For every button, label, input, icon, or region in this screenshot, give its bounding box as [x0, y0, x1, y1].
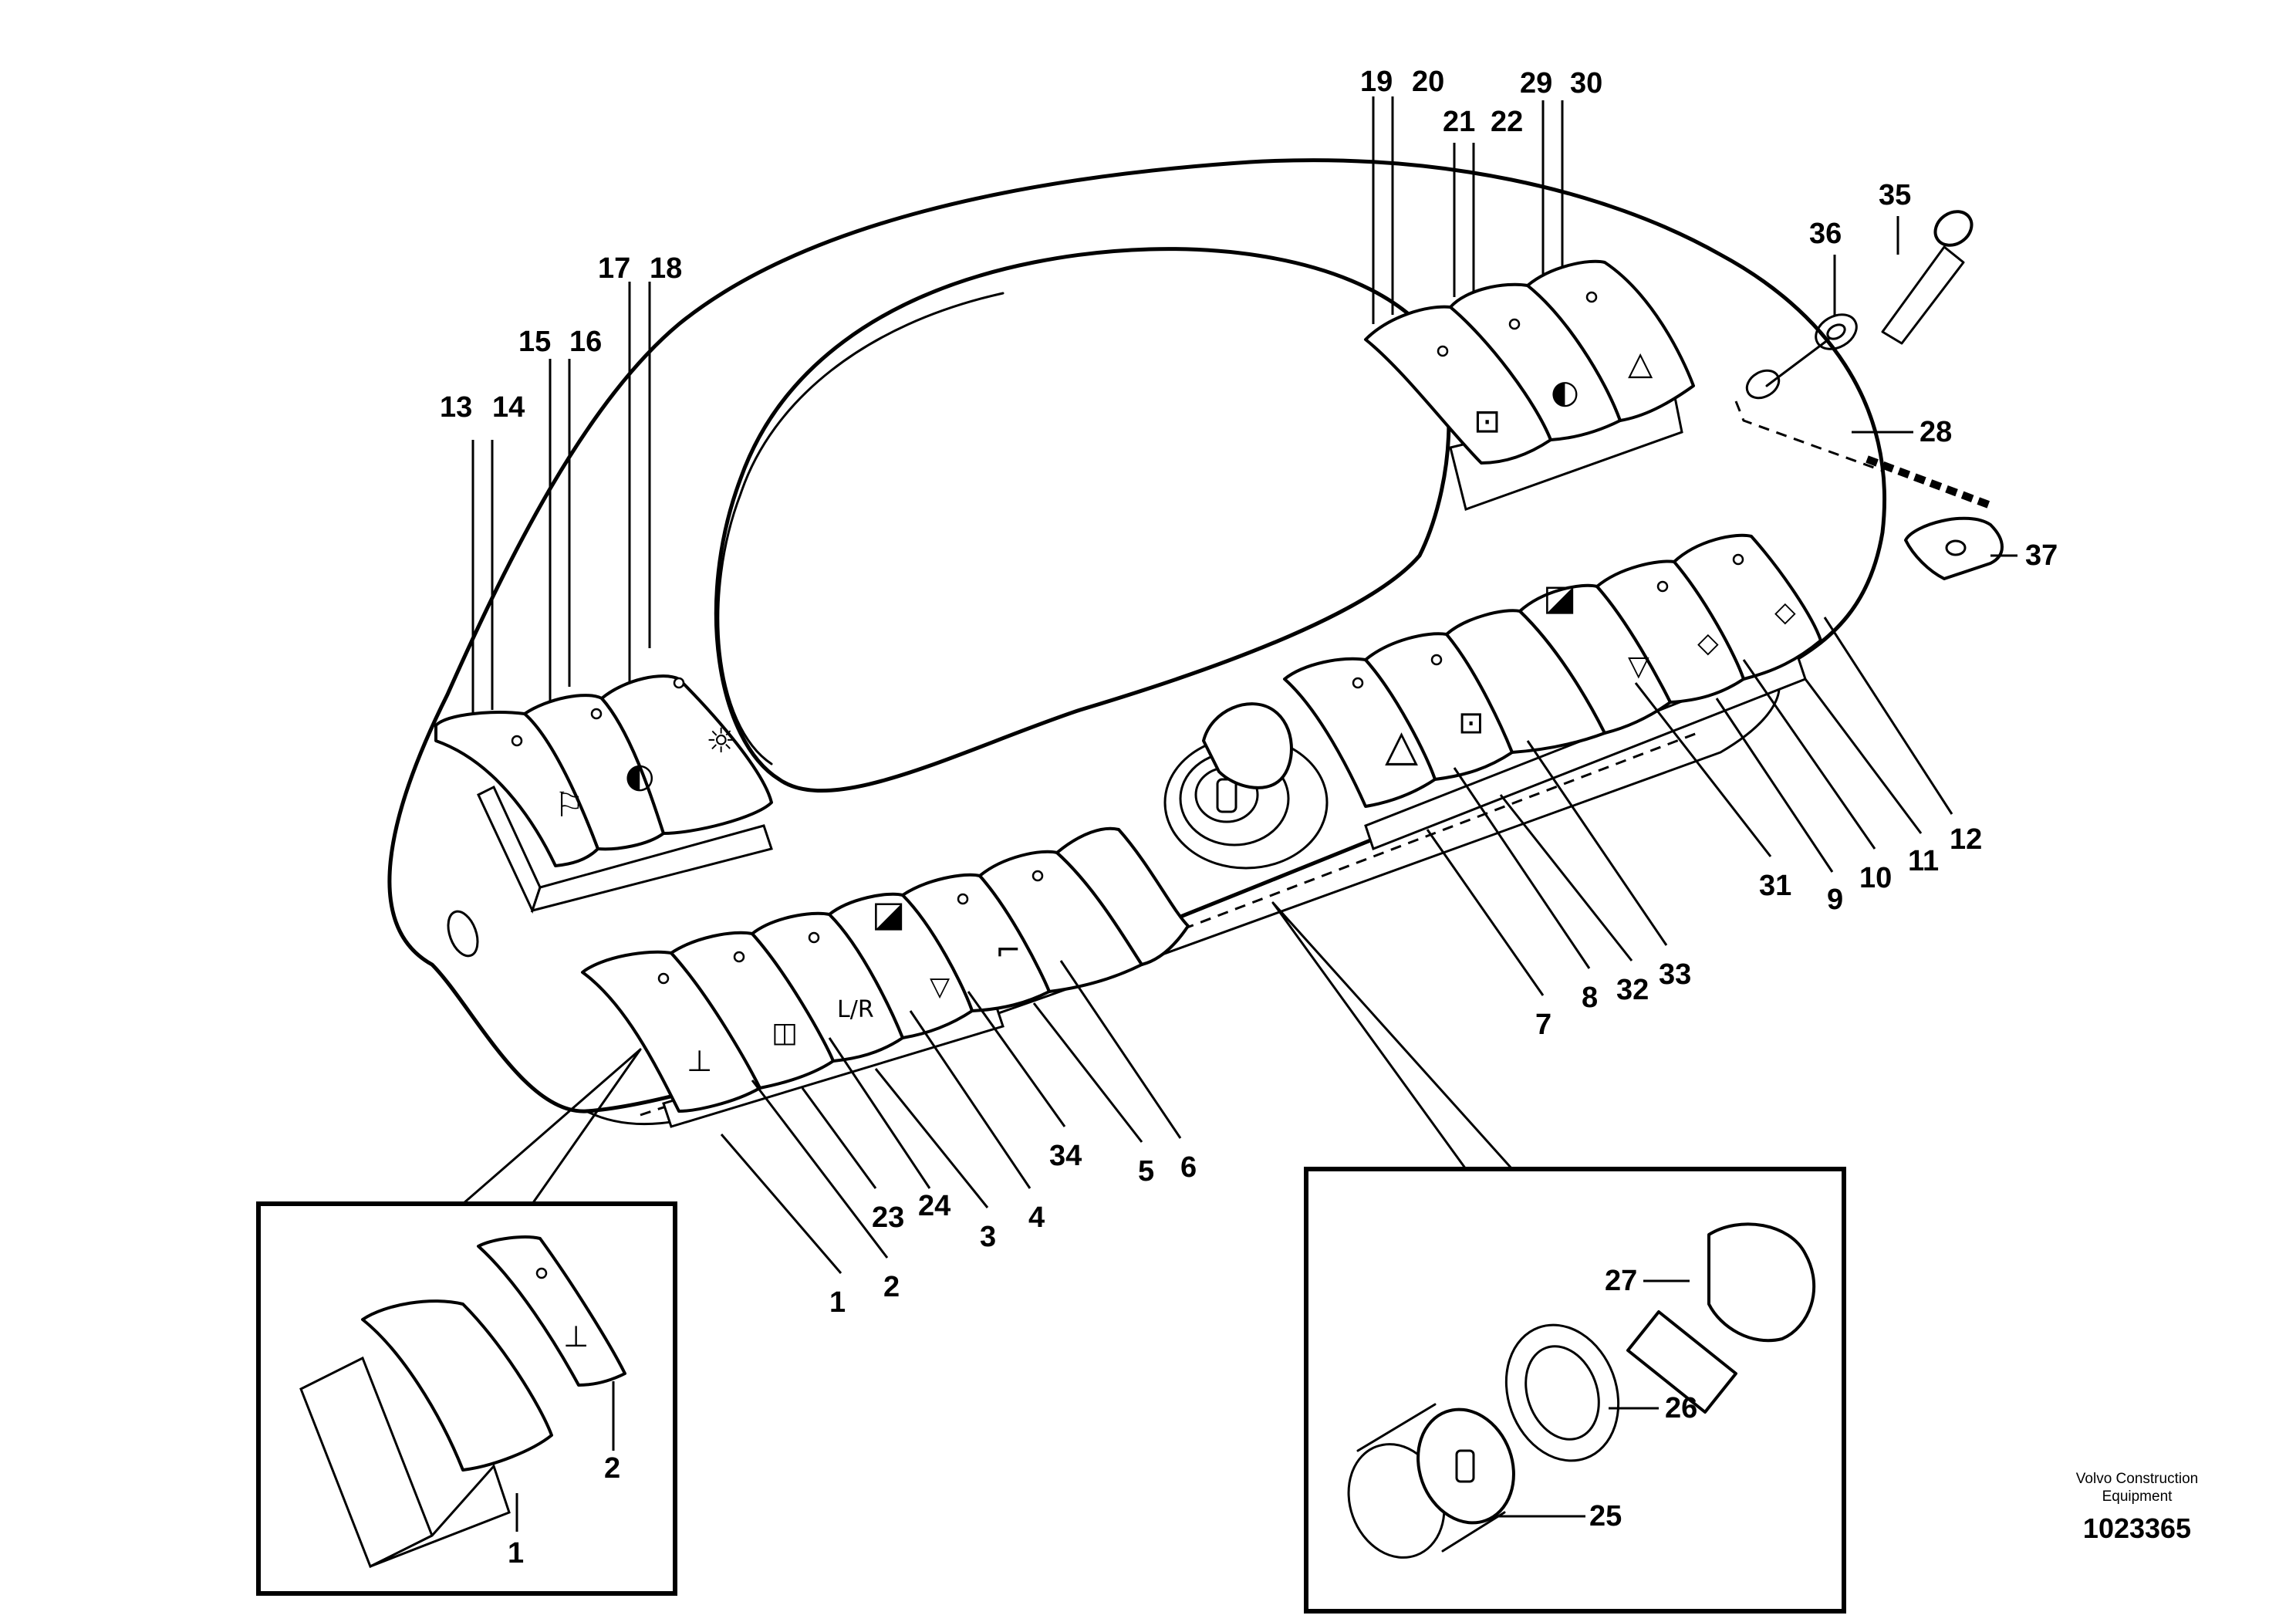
- mounting-slot-left: [447, 910, 479, 958]
- inset-switch-detail: ⊥ 2 1: [256, 1048, 677, 1596]
- callout-15: 15: [518, 326, 551, 358]
- tilt-icon: ◇: [1774, 596, 1796, 628]
- instrument-cluster-inner-rim: [717, 292, 1004, 765]
- switch-11-12: [1673, 533, 1822, 681]
- callout-29: 29: [1520, 67, 1552, 100]
- boom-icon: ◇: [1697, 627, 1719, 659]
- switch-29-30: [1526, 259, 1695, 422]
- callout-17: 17: [598, 252, 630, 285]
- mounting-hole-right: [1745, 369, 1781, 400]
- bezel-ring-26: [1504, 1323, 1620, 1462]
- callout-4: 4: [1028, 1201, 1045, 1234]
- clip-nut-37: [1904, 516, 2004, 580]
- inset-differential-lock-icon: ⊥: [563, 1320, 589, 1353]
- work-light-icon: ☼: [706, 721, 736, 761]
- differential-lock-icon: ⊥: [687, 1044, 712, 1078]
- callout-20: 20: [1412, 66, 1444, 98]
- inset-callout-25: 25: [1589, 1500, 1622, 1532]
- screw-35: [1881, 210, 1974, 345]
- assembly-line-screw: [1765, 338, 1830, 387]
- leader-lines: [471, 96, 2017, 1274]
- inset-right-pointer: [1271, 901, 1514, 1171]
- warning-triangle-icon: △: [1628, 344, 1653, 382]
- battery-icon: ⊡: [1458, 705, 1484, 741]
- callout-13: 13: [440, 391, 472, 424]
- switch-group-upper-left: ⚐ ◐ ☼: [434, 674, 773, 914]
- defroster-icon: ◫: [772, 1017, 798, 1049]
- callout-24: 24: [918, 1190, 950, 1222]
- switch-group-lower-right: △ ⊡ ◪ ▽ ◇ ◇: [1283, 533, 1822, 850]
- drawing-number: 1023365: [2082, 1512, 2192, 1544]
- callout-11: 11: [1908, 845, 1939, 877]
- dashed-clip-path: [1734, 400, 1883, 472]
- ignition-key-27: [1626, 1310, 1737, 1414]
- switch-group-lower-left: ⊥ ◫ L/R ◪ ▽ ⌐: [581, 826, 1190, 1128]
- callout-2: 2: [883, 1271, 900, 1303]
- lr-selector-icon: L/R: [837, 996, 874, 1023]
- callout-14: 14: [492, 391, 525, 424]
- hazard-triangle-icon: △: [1385, 721, 1418, 771]
- callout-9: 9: [1827, 884, 1843, 916]
- switch-cover-2: [477, 1235, 626, 1387]
- dashed-clip-path-thick: [1866, 455, 1992, 509]
- ignition-switch: [1163, 702, 1329, 870]
- inset-callout-2: 2: [604, 1452, 620, 1485]
- high-beam-icon: ◐: [1551, 373, 1579, 411]
- inset-callout-1: 1: [508, 1537, 524, 1570]
- callout-1: 1: [829, 1286, 846, 1319]
- callout-numbers: 13 14 15 16 17 18 19 20 21 22 29 30 35 3…: [440, 66, 2058, 1319]
- callout-36: 36: [1809, 218, 1842, 250]
- headlight-icon: ◐: [625, 756, 654, 796]
- callout-35: 35: [1879, 179, 1911, 211]
- callout-34: 34: [1049, 1140, 1082, 1172]
- callout-22: 22: [1491, 106, 1523, 138]
- callout-16: 16: [569, 326, 602, 358]
- callout-3: 3: [980, 1221, 996, 1253]
- callout-32: 32: [1616, 974, 1649, 1006]
- callout-19: 19: [1360, 66, 1393, 98]
- lock-cylinder-25: [1347, 1403, 1515, 1559]
- callout-6: 6: [1180, 1151, 1197, 1184]
- inset-left-pointer: [461, 1048, 642, 1205]
- callout-23: 23: [872, 1201, 904, 1234]
- callout-12: 12: [1950, 823, 1982, 856]
- callout-37: 37: [2025, 539, 2058, 572]
- inset-callout-27: 27: [1605, 1265, 1637, 1297]
- instrument-cluster-opening: [714, 247, 1451, 793]
- callout-28: 28: [1920, 416, 1952, 448]
- callout-30: 30: [1570, 67, 1602, 100]
- blank-switch-cover: [1055, 826, 1190, 966]
- bucket-float-icon: ◪: [872, 893, 905, 934]
- bucket-right-icon: ▽: [1628, 650, 1649, 682]
- callout-33: 33: [1659, 958, 1691, 991]
- seat-heater-icon: ⌐: [995, 933, 1021, 968]
- inset-callout-26: 26: [1665, 1392, 1697, 1424]
- inset-ignition-detail: 27 26 25: [1271, 901, 1846, 1614]
- callout-5: 5: [1138, 1155, 1154, 1188]
- bucket-icon: ▽: [930, 972, 950, 1002]
- manufacturer-caption: Volvo Construction Equipment: [2075, 1471, 2199, 1505]
- callout-8: 8: [1582, 982, 1598, 1014]
- washer-36: [1815, 313, 1858, 350]
- beacon-icon: ⚐: [554, 786, 584, 825]
- callout-21: 21: [1443, 106, 1475, 138]
- switch-17-18: [600, 674, 773, 835]
- switch-group-upper-right: ⊡ ◐ △: [1364, 259, 1695, 511]
- callout-7: 7: [1535, 1009, 1551, 1041]
- callout-18: 18: [650, 252, 682, 285]
- bucket-float-right-icon: ◪: [1543, 576, 1576, 618]
- wiper-icon: ⊡: [1474, 402, 1501, 440]
- callout-31: 31: [1759, 870, 1791, 902]
- callout-10: 10: [1859, 862, 1892, 894]
